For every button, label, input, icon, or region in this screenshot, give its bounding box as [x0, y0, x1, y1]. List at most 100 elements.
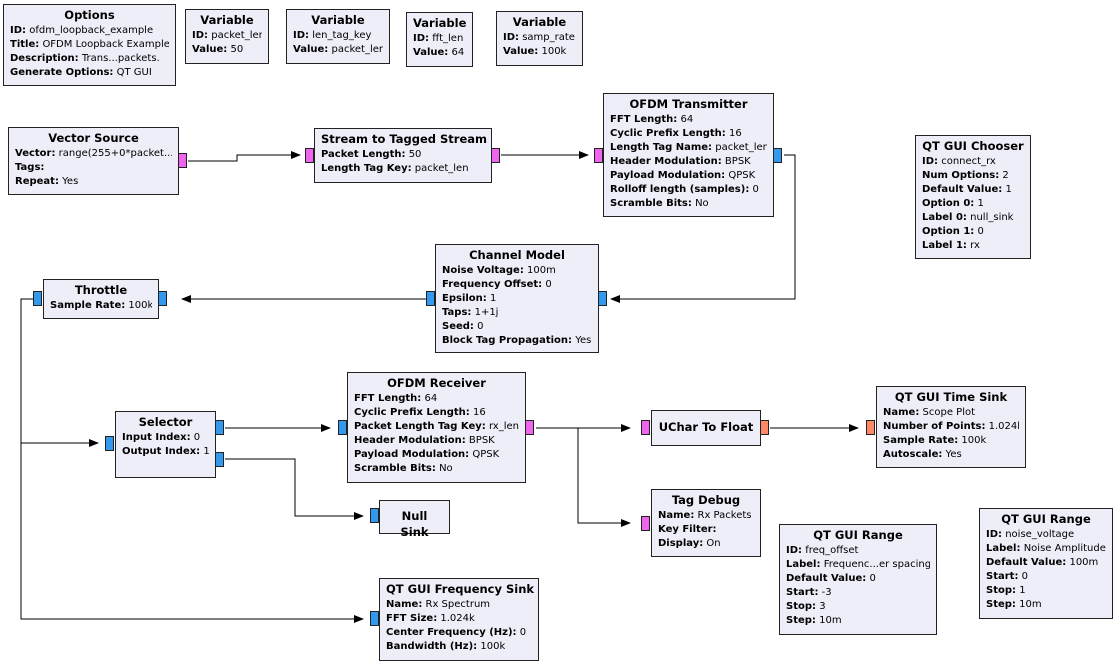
param-stop: Stop: 3 [786, 601, 826, 612]
ofdm-tx-in-port[interactable] [594, 148, 603, 163]
vector-source-block[interactable]: Vector Source Vector: range(255+0*packet… [8, 127, 179, 195]
param-start: Start: 0 [986, 571, 1029, 582]
throttle-block[interactable]: Throttle Sample Rate: 100k [43, 279, 159, 319]
param-id: ID: noise_voltage [986, 529, 1075, 540]
param-cyclic-prefix: Cyclic Prefix Length: 16 [354, 407, 486, 418]
block-title: Variable [413, 16, 467, 30]
variable-samp-rate-block[interactable]: Variable ID: samp_rate Value: 100k [496, 11, 583, 66]
block-title: QT GUI Chooser [922, 139, 1024, 153]
param-key-filter: Key Filter: [658, 524, 717, 535]
options-block[interactable]: Options ID: ofdm_loopback_example Title:… [3, 4, 176, 86]
throttle-in-port[interactable] [158, 291, 167, 306]
param-step: Step: 10m [786, 615, 842, 626]
qt-gui-range-noise-block[interactable]: QT GUI Range ID: noise_voltage Label: No… [979, 508, 1113, 619]
selector-out-port-0[interactable] [215, 420, 224, 435]
param-default-value: Default Value: 100m [986, 557, 1099, 568]
uchar-to-float-block[interactable]: UChar To Float [651, 410, 761, 446]
param-default-value: Default Value: 0 [786, 573, 876, 584]
block-title: QT GUI Range [813, 528, 903, 542]
ofdm-receiver-block[interactable]: OFDM Receiver FFT Length: 64 Cyclic Pref… [347, 372, 526, 483]
block-title: UChar To Float [658, 420, 754, 434]
param-epsilon: Epsilon: 1 [442, 293, 497, 304]
block-title: OFDM Transmitter [629, 97, 748, 111]
s2ts-out-port[interactable] [491, 148, 500, 163]
tag-debug-in-port[interactable] [641, 516, 650, 531]
param-display: Display: On [658, 538, 721, 549]
s2ts-in-port[interactable] [305, 148, 314, 163]
param-name: Name: Rx Packets [658, 510, 752, 521]
param-id: ID: ofdm_loopback_example [10, 25, 154, 36]
param-vector: Vector: range(255+0*packet... [15, 148, 172, 159]
param-fft-size: FFT Size: 1.024k [386, 613, 475, 624]
param-value: Value: 50 [192, 44, 244, 55]
null-sink-block[interactable]: Null Sink [379, 500, 450, 539]
ofdm-transmitter-block[interactable]: OFDM Transmitter FFT Length: 64 Cyclic P… [603, 93, 774, 217]
stream-to-tagged-stream-block[interactable]: Stream to Tagged Stream Packet Length: 5… [314, 128, 492, 183]
wire-selector-to-nullsink[interactable] [225, 458, 364, 520]
throttle-out-port[interactable] [33, 291, 42, 306]
variable-fft-len-block[interactable]: Variable ID: fft_len Value: 64 [406, 12, 473, 67]
block-title: OFDM Receiver [387, 376, 486, 390]
block-title: Tag Debug [671, 493, 741, 507]
param-id: ID: packet_len [192, 30, 262, 41]
param-value: Value: packet_len [293, 44, 383, 55]
qt-gui-range-freq-block[interactable]: QT GUI Range ID: freq_offset Label: Freq… [779, 524, 937, 635]
null-sink-in-port[interactable] [370, 508, 379, 523]
param-step: Step: 10m [986, 599, 1042, 610]
uchar-to-float-out-port[interactable] [760, 420, 769, 435]
vector-source-out-port[interactable] [178, 153, 187, 168]
block-title: QT GUI Range [1001, 512, 1091, 526]
qt-gui-chooser-block[interactable]: QT GUI Chooser ID: connect_rx Num Option… [915, 135, 1031, 259]
param-center-frequency: Center Frequency (Hz): 0 [386, 627, 527, 638]
ofdm-rx-in-port[interactable] [338, 420, 347, 435]
block-title: Channel Model [469, 248, 565, 262]
qt-gui-time-sink-block[interactable]: QT GUI Time Sink Name: Scope Plot Number… [876, 386, 1026, 468]
param-start: Start: -3 [786, 587, 832, 598]
wire-ofdmrx-to-tagdebug[interactable] [577, 428, 631, 527]
block-title: Variable [200, 13, 254, 27]
param-id: ID: connect_rx [922, 156, 996, 167]
channel-model-block[interactable]: Channel Model Noise Voltage: 100m Freque… [435, 244, 599, 353]
param-value: Value: 64 [413, 47, 465, 58]
param-fft-length: FFT Length: 64 [354, 393, 438, 404]
param-packet-length-tag-key: Packet Length Tag Key: rx_len [354, 421, 519, 432]
selector-block[interactable]: Selector Input Index: 0 Output Index: 1 [115, 411, 216, 478]
param-payload-modulation: Payload Modulation: QPSK [610, 170, 756, 181]
wire-throttle-to-freqsink[interactable] [20, 443, 364, 623]
ofdm-tx-out-port[interactable] [773, 148, 782, 163]
variable-packet-len-block[interactable]: Variable ID: packet_len Value: 50 [185, 9, 269, 64]
block-title: Variable [311, 13, 365, 27]
block-title: Null Sink [400, 509, 429, 539]
tag-debug-block[interactable]: Tag Debug Name: Rx Packets Key Filter: D… [651, 489, 761, 557]
param-fft-length: FFT Length: 64 [610, 114, 694, 125]
uchar-to-float-in-port[interactable] [641, 420, 650, 435]
ofdm-rx-out-port[interactable] [525, 420, 534, 435]
param-sample-rate: Sample Rate: 100k [50, 300, 152, 311]
param-noise-voltage: Noise Voltage: 100m [442, 265, 556, 276]
channel-model-out-port[interactable] [426, 291, 435, 306]
selector-in-port[interactable] [105, 436, 114, 451]
param-scramble-bits: Scramble Bits: No [610, 198, 709, 209]
wire-ofdmtx-to-channel[interactable] [610, 154, 796, 303]
channel-model-in-port[interactable] [598, 291, 607, 306]
wire-vecsrc-to-s2ts[interactable] [188, 151, 301, 162]
param-output-index: Output Index: 1 [122, 446, 209, 457]
param-sample-rate: Sample Rate: 100k [883, 435, 987, 446]
time-sink-in-port[interactable] [866, 420, 875, 435]
qt-gui-frequency-sink-block[interactable]: QT GUI Frequency Sink Name: Rx Spectrum … [379, 578, 539, 661]
freq-sink-in-port[interactable] [370, 611, 379, 626]
param-id: ID: fft_len [413, 33, 464, 44]
block-title: Options [64, 8, 115, 22]
variable-len-tag-key-block[interactable]: Variable ID: len_tag_key Value: packet_l… [286, 9, 390, 64]
param-id: ID: len_tag_key [293, 30, 372, 41]
param-description: Description: Trans...packets. [10, 53, 160, 64]
selector-out-port-1[interactable] [215, 452, 224, 467]
param-packet-length: Packet Length: 50 [321, 149, 422, 160]
param-taps: Taps: 1+1j [442, 307, 499, 318]
param-num-options: Num Options: 2 [922, 170, 1009, 181]
wire-throttle-to-selector[interactable] [20, 298, 99, 447]
block-title: Selector [138, 415, 193, 429]
param-frequency-offset: Frequency Offset: 0 [442, 279, 552, 290]
